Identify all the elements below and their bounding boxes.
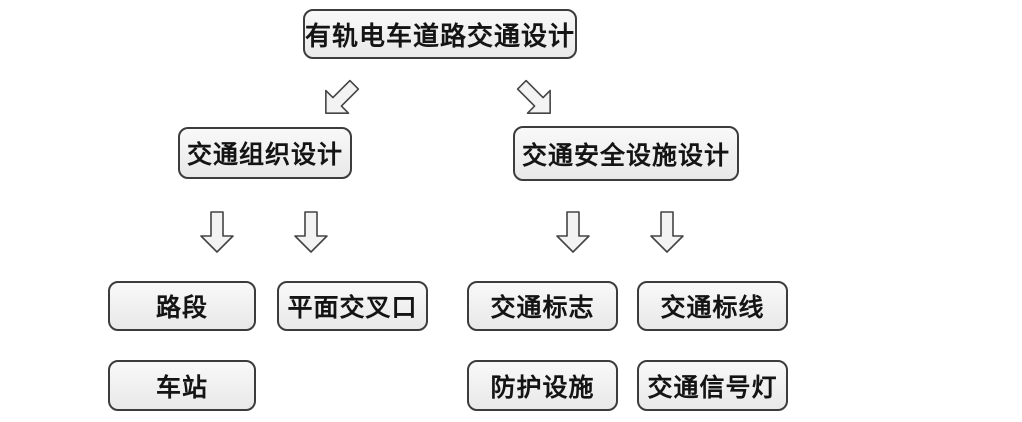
arrow-down-icon (294, 211, 328, 253)
node-label: 有轨电车道路交通设计 (305, 20, 576, 51)
node-traffic-organization-design: 交通组织设计 (178, 127, 352, 179)
node-label: 防护设施 (490, 373, 595, 402)
node-label: 交通安全设施设计 (521, 141, 730, 170)
node-at-grade-intersection: 平面交叉口 (277, 281, 428, 331)
node-tram-road-traffic-design: 有轨电车道路交通设计 (303, 9, 577, 59)
arrow-down-icon (200, 211, 234, 253)
node-traffic-signal-lights: 交通信号灯 (637, 360, 788, 411)
node-label: 交通标线 (660, 294, 765, 322)
node-label: 交通信号灯 (647, 373, 778, 402)
arrow-down-icon (556, 211, 590, 253)
node-label: 交通标志 (490, 294, 595, 322)
node-label: 交通组织设计 (186, 141, 343, 169)
node-protective-facilities: 防护设施 (467, 360, 618, 411)
node-traffic-signs: 交通标志 (467, 281, 618, 331)
node-label: 平面交叉口 (287, 294, 418, 322)
arrow-down-left-icon (313, 72, 367, 126)
arrow-down-right-icon (509, 72, 563, 126)
node-traffic-markings: 交通标线 (637, 281, 788, 331)
node-road-section: 路段 (108, 281, 256, 331)
node-label: 车站 (155, 373, 208, 402)
arrow-down-icon (650, 211, 684, 253)
node-label: 路段 (155, 294, 208, 322)
node-traffic-safety-facilities-design: 交通安全设施设计 (513, 126, 739, 181)
node-station: 车站 (108, 360, 256, 411)
